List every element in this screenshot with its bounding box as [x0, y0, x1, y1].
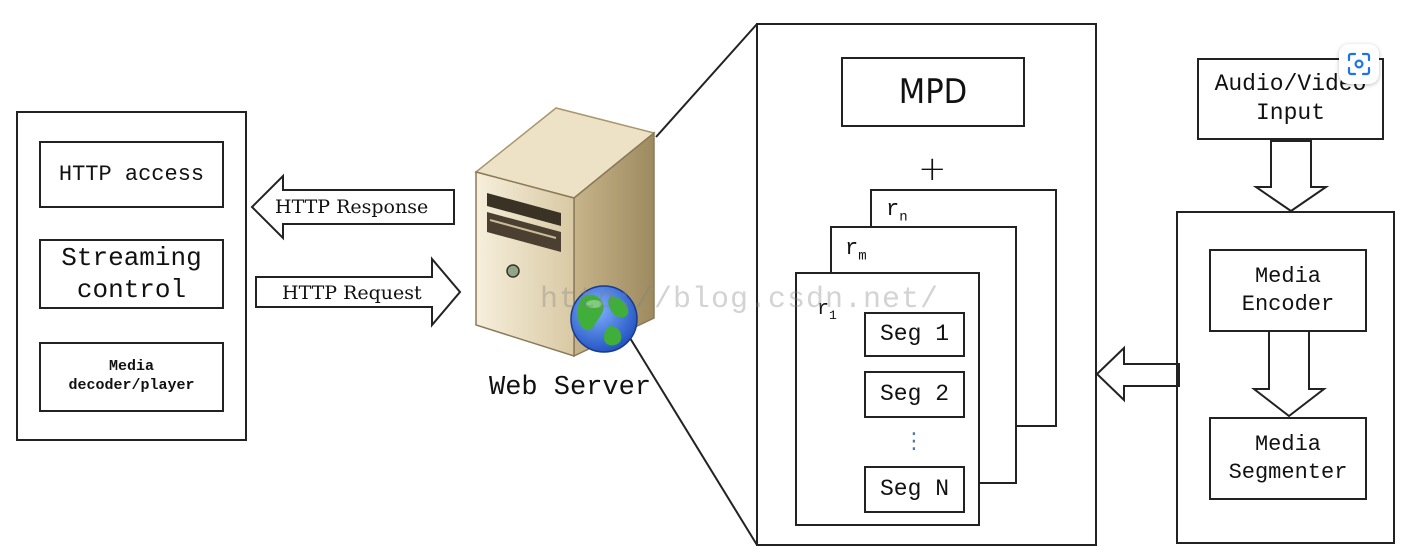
- content-container: [756, 23, 1097, 546]
- http-request-arrow: [255, 256, 462, 328]
- input-down-arrow: [1252, 140, 1330, 213]
- decoder-label-line2: decoder/player: [68, 377, 195, 394]
- media-encoder-box: Media Encoder: [1209, 249, 1367, 332]
- zoom-line-bottom: [629, 337, 758, 546]
- zoom-line-top: [655, 23, 758, 138]
- globe-icon: [570, 285, 638, 353]
- rep-1-label: r1: [817, 297, 837, 324]
- mpd-label: MPD: [898, 71, 968, 112]
- segment-label-2: Seg 2: [879, 381, 949, 408]
- media-decoder-box: Media decoder/player: [39, 342, 224, 412]
- streaming-control-box: Streaming control: [39, 239, 224, 309]
- mpd-box: MPD: [841, 57, 1025, 127]
- http-response-label: HTTP Response: [275, 196, 429, 218]
- rep-m-letter: r: [845, 236, 859, 261]
- http-access-box: HTTP access: [39, 141, 224, 208]
- scan-icon: [1347, 52, 1371, 76]
- publish-arrow: [1095, 345, 1180, 403]
- rep-n-label: rn: [886, 196, 908, 227]
- plus-sign: +: [918, 149, 947, 189]
- http-access-label: HTTP access: [58, 161, 205, 187]
- streaming-label-line1: Streaming: [61, 242, 202, 273]
- segment-label-n: Seg N: [879, 476, 949, 503]
- watermark: http://blog.csdn.net/: [540, 283, 940, 317]
- av-input-line2: Input: [1255, 100, 1325, 126]
- segment-box-2: Seg 2: [864, 371, 965, 418]
- rep-n-letter: r: [886, 197, 900, 222]
- segmenter-line2: Segmenter: [1228, 459, 1348, 485]
- encoder-down-arrow: [1251, 330, 1327, 418]
- rep-1-letter: r: [817, 298, 830, 321]
- streaming-label-line2: control: [76, 275, 187, 305]
- segment-label-1: Seg 1: [879, 321, 949, 348]
- decoder-label-line1: Media: [108, 358, 154, 376]
- rep-m-label: rm: [845, 235, 867, 266]
- segment-box-1: Seg 1: [864, 312, 965, 357]
- rep-1-sub: 1: [829, 308, 837, 323]
- media-segmenter-box: Media Segmenter: [1209, 417, 1367, 500]
- segment-box-n: Seg N: [864, 466, 965, 513]
- http-request-label: HTTP Request: [282, 282, 422, 304]
- web-server-label: Web Server: [489, 373, 652, 403]
- encoding-container: [1176, 211, 1395, 544]
- encoder-line1: Media: [1254, 264, 1321, 289]
- image-search-button[interactable]: [1339, 44, 1379, 84]
- encoder-line2: Encoder: [1241, 291, 1335, 317]
- rep-m-sub: m: [858, 248, 867, 265]
- segment-ellipsis: ⋮: [903, 429, 925, 454]
- segmenter-line1: Media: [1254, 432, 1321, 457]
- rep-n-sub: n: [899, 209, 908, 226]
- http-response-arrow: [250, 173, 455, 241]
